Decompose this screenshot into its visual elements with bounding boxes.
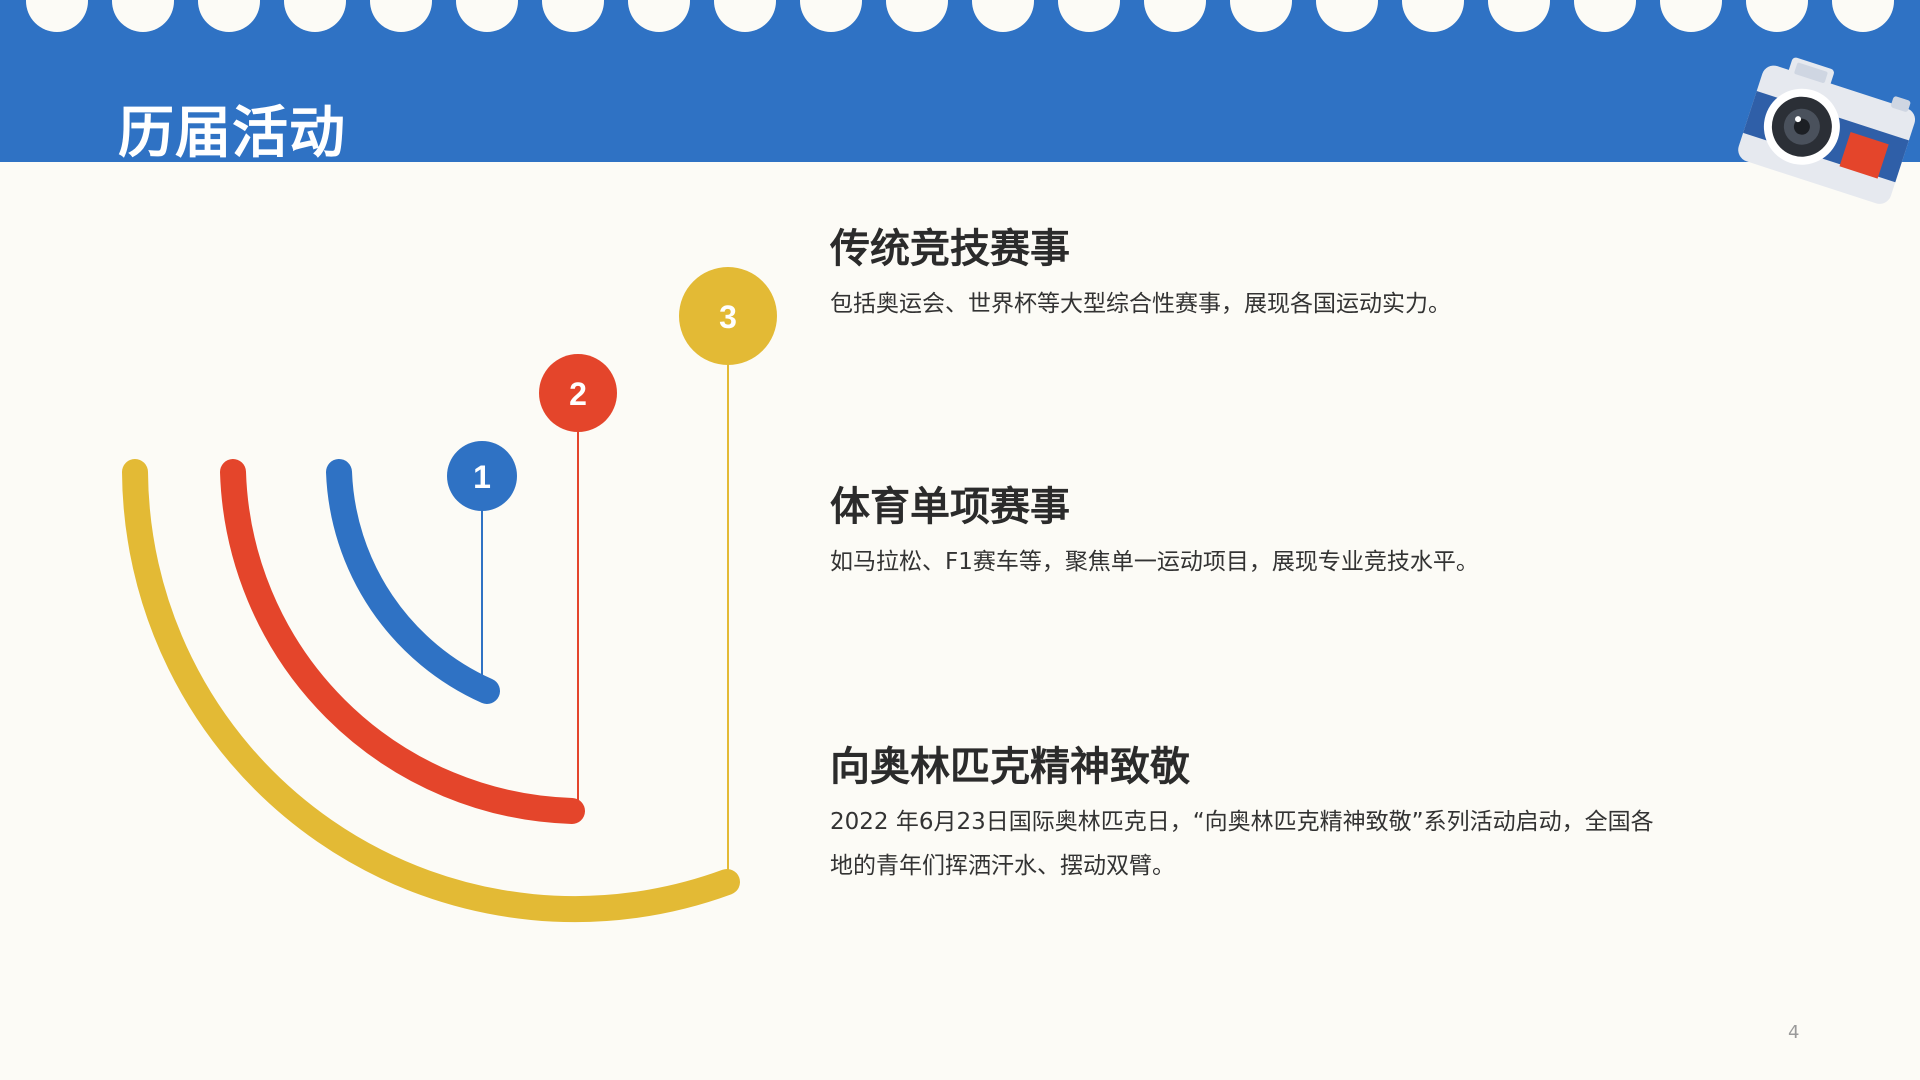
item-description: 如马拉松、F1赛车等，聚焦单一运动项目，展现专业竞技水平。 — [830, 549, 1479, 575]
scallop-decoration — [1660, 0, 1722, 32]
scallop-decoration — [456, 0, 518, 32]
camera-icon — [1730, 50, 1920, 210]
scallop-decoration — [112, 0, 174, 32]
marker-2-label: 2 — [569, 376, 587, 412]
list-item: 传统竞技赛事 包括奥运会、世界杯等大型综合性赛事，展现各国运动实力。 — [830, 222, 1730, 326]
page-title: 历届活动 — [118, 101, 346, 162]
scallop-decoration — [284, 0, 346, 32]
arc-1 — [326, 459, 500, 704]
scallop-decoration — [1058, 0, 1120, 32]
scallop-decoration — [886, 0, 948, 32]
list-item: 体育单项赛事 如马拉松、F1赛车等，聚焦单一运动项目，展现专业竞技水平。 — [830, 480, 1730, 584]
list-item: 向奥林匹克精神致敬 2022 年6月23日国际奥林匹克日，“向奥林匹克精神致敬”… — [830, 740, 1730, 888]
marker-1-label: 1 — [473, 459, 491, 495]
scallop-decoration — [800, 0, 862, 32]
scallop-decoration — [1832, 0, 1894, 32]
header-band: 历届活动 — [0, 0, 1920, 162]
scallop-decoration — [542, 0, 604, 32]
scallop-decoration — [1230, 0, 1292, 32]
item-title: 传统竞技赛事 — [830, 226, 1070, 272]
scallop-decoration — [26, 0, 88, 32]
marker-1: 1 — [447, 441, 517, 511]
marker-3: 3 — [679, 267, 777, 365]
scallop-decoration — [1488, 0, 1550, 32]
scallop-decoration — [370, 0, 432, 32]
scallop-decoration — [1574, 0, 1636, 32]
scallop-decoration — [714, 0, 776, 32]
scallop-decoration — [198, 0, 260, 32]
item-title: 向奥林匹克精神致敬 — [830, 744, 1190, 790]
item-title: 体育单项赛事 — [830, 484, 1070, 530]
scallop-decoration — [1144, 0, 1206, 32]
item-description: 2022 年6月23日国际奥林匹克日，“向奥林匹克精神致敬”系列活动启动，全国各… — [830, 809, 1654, 879]
arc-diagram: 3 2 1 — [0, 170, 900, 970]
scallop-decoration — [972, 0, 1034, 32]
arc-2 — [220, 459, 585, 824]
scallop-decoration — [1402, 0, 1464, 32]
page-number: 4 — [1788, 1022, 1800, 1043]
marker-3-label: 3 — [719, 299, 737, 335]
marker-2: 2 — [539, 354, 617, 432]
scallop-decoration — [1746, 0, 1808, 32]
scallop-decoration — [1316, 0, 1378, 32]
item-description: 包括奥运会、世界杯等大型综合性赛事，展现各国运动实力。 — [830, 291, 1451, 317]
scallop-decoration — [628, 0, 690, 32]
arc-3 — [122, 459, 740, 923]
